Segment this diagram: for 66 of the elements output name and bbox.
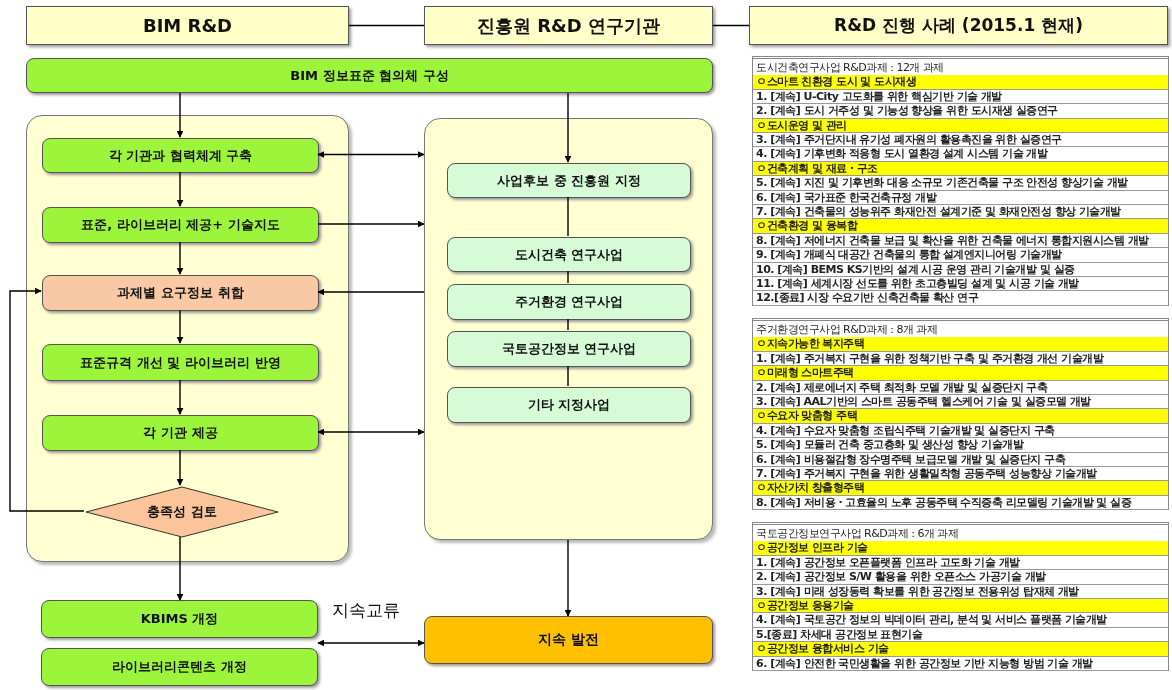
connector-line — [567, 365, 569, 387]
arrow — [176, 92, 184, 138]
arrow — [176, 171, 184, 207]
connector-line — [567, 270, 569, 284]
category-row: ㅇ건축환경 및 융복합 — [753, 219, 1168, 234]
table-row: 5. [계속] 지진 및 기후변화 대응 소규모 기존건축물 구조 안전성 향상기술 개발 — [753, 176, 1168, 191]
category-row: ㅇ공간정보 인프라 기술 — [753, 541, 1168, 556]
table-row: 7. [계속] 주거복지 구현을 위한 생활밀착형 공동주택 성능향상 기술개발 — [753, 467, 1168, 482]
connector-line — [567, 318, 569, 331]
arrow — [176, 309, 184, 344]
decision-diamond: 충족성 검토 — [85, 486, 279, 538]
arrow — [176, 241, 184, 275]
table-row: 3. [계속] 주거단지내 유기성 폐자원의 활용촉진을 위한 실증연구 — [753, 133, 1168, 148]
category-row: ㅇ지속가능한 복지주택 — [753, 337, 1168, 352]
category-row: ㅇ스마트 친환경 도시 및 도시재생 — [753, 75, 1168, 90]
table-row: 9. [계속] 개폐식 대공간 건축물의 통합 설계엔지니어링 기술개발 — [753, 248, 1168, 263]
group-panel — [26, 115, 349, 562]
process-box: 각 기관 제공 — [42, 415, 319, 451]
table-row: 4. [계속] 기후변화 적응형 도시 열환경 설계 시스템 기술 개발 — [753, 147, 1168, 162]
process-box: 각 기관과 협력체계 구축 — [42, 138, 319, 173]
table-row: 4. [계속] 국토공간 정보의 빅데이터 관리, 분석 및 서비스 플랫폼 기술개발 — [753, 613, 1168, 628]
section-title: 국토공간정보연구사업 R&D과제 : 6개 과제 — [755, 527, 960, 542]
table-row: 11. [계속] 세계시장 선도를 위한 초고층빌딩 설계 및 시공 기술 개발 — [753, 277, 1168, 292]
result-box: 지속 발전 — [424, 616, 713, 664]
category-row: ㅇ수요자 맞춤형 주택 — [753, 409, 1168, 424]
arrow — [317, 428, 425, 436]
arrow — [9, 287, 85, 512]
connector-line — [712, 24, 750, 27]
header-box: 진흥원 R&D 연구기관 — [424, 6, 713, 45]
table-row: 5. [계속] 모듈러 건축 중고층화 및 생산성 향상 기술개발 — [753, 438, 1168, 453]
process-box: 표준규격 개선 및 라이브러리 반영 — [42, 344, 319, 381]
table-row: 12.[종료] 시장 수요기반 신축건축물 확산 연구 — [753, 291, 1168, 306]
connector-line — [348, 24, 425, 27]
arrow — [564, 92, 572, 163]
arrow — [317, 639, 425, 647]
category-row: ㅇ미래형 스마트주택 — [753, 366, 1168, 381]
arrow — [317, 288, 425, 296]
table-row: 3. [계속] AAL기반의 스마트 공동주택 헬스케어 기술 및 실증모델 개발 — [753, 395, 1168, 410]
process-box: 국토공간정보 연구사업 — [447, 331, 691, 367]
category-row: ㅇ공간정보 융합서비스 기술 — [753, 642, 1168, 657]
arrow — [176, 449, 184, 486]
header-box: BIM R&D — [26, 6, 349, 45]
arrow — [317, 151, 425, 158]
category-row: ㅇ자산가치 창출형주택 — [753, 481, 1168, 496]
group-panel — [424, 118, 713, 540]
process-bar: BIM 정보표준 협의체 구성 — [26, 58, 713, 93]
table-row: 2. [계속] 도시 거주성 및 기능성 향상을 위한 도시재생 실증연구 — [753, 104, 1168, 119]
table-row: 2. [계속] 공간정보 S/W 활용을 위한 오픈소스 가공기술 개발 — [753, 570, 1168, 585]
process-box: 표준, 라이브러리 제공+ 기술지도 — [42, 207, 319, 243]
process-box: 주거환경 연구사업 — [447, 284, 691, 320]
table-row: 7. [계속] 건축물의 성능위주 화재안전 설계기준 및 화재안전성 향상 기술개발 — [753, 205, 1168, 220]
section-title: 주거환경연구사업 R&D과제 : 8개 과제 — [755, 323, 939, 338]
arrow — [317, 220, 425, 228]
process-box: 사업후보 중 진흥원 지정 — [447, 163, 691, 198]
section-title: 도시건축연구사업 R&D과제 : 12개 과제 — [755, 61, 945, 76]
process-box: 기타 지정사업 — [447, 387, 691, 423]
connector-line — [567, 196, 569, 237]
arrow — [564, 539, 572, 617]
category-row: ㅇ공간정보 응용기술 — [753, 599, 1168, 614]
process-box: 도시건축 연구사업 — [447, 237, 691, 272]
process-box: 라이브러리콘텐츠 개정 — [41, 648, 318, 686]
header-box: R&D 진행 사례 (2015.1 현재) — [749, 6, 1168, 45]
process-box: 과제별 요구정보 취합 — [42, 275, 319, 311]
arrow — [176, 536, 184, 601]
process-box: KBIMS 개정 — [41, 600, 318, 638]
arrow — [176, 379, 184, 415]
